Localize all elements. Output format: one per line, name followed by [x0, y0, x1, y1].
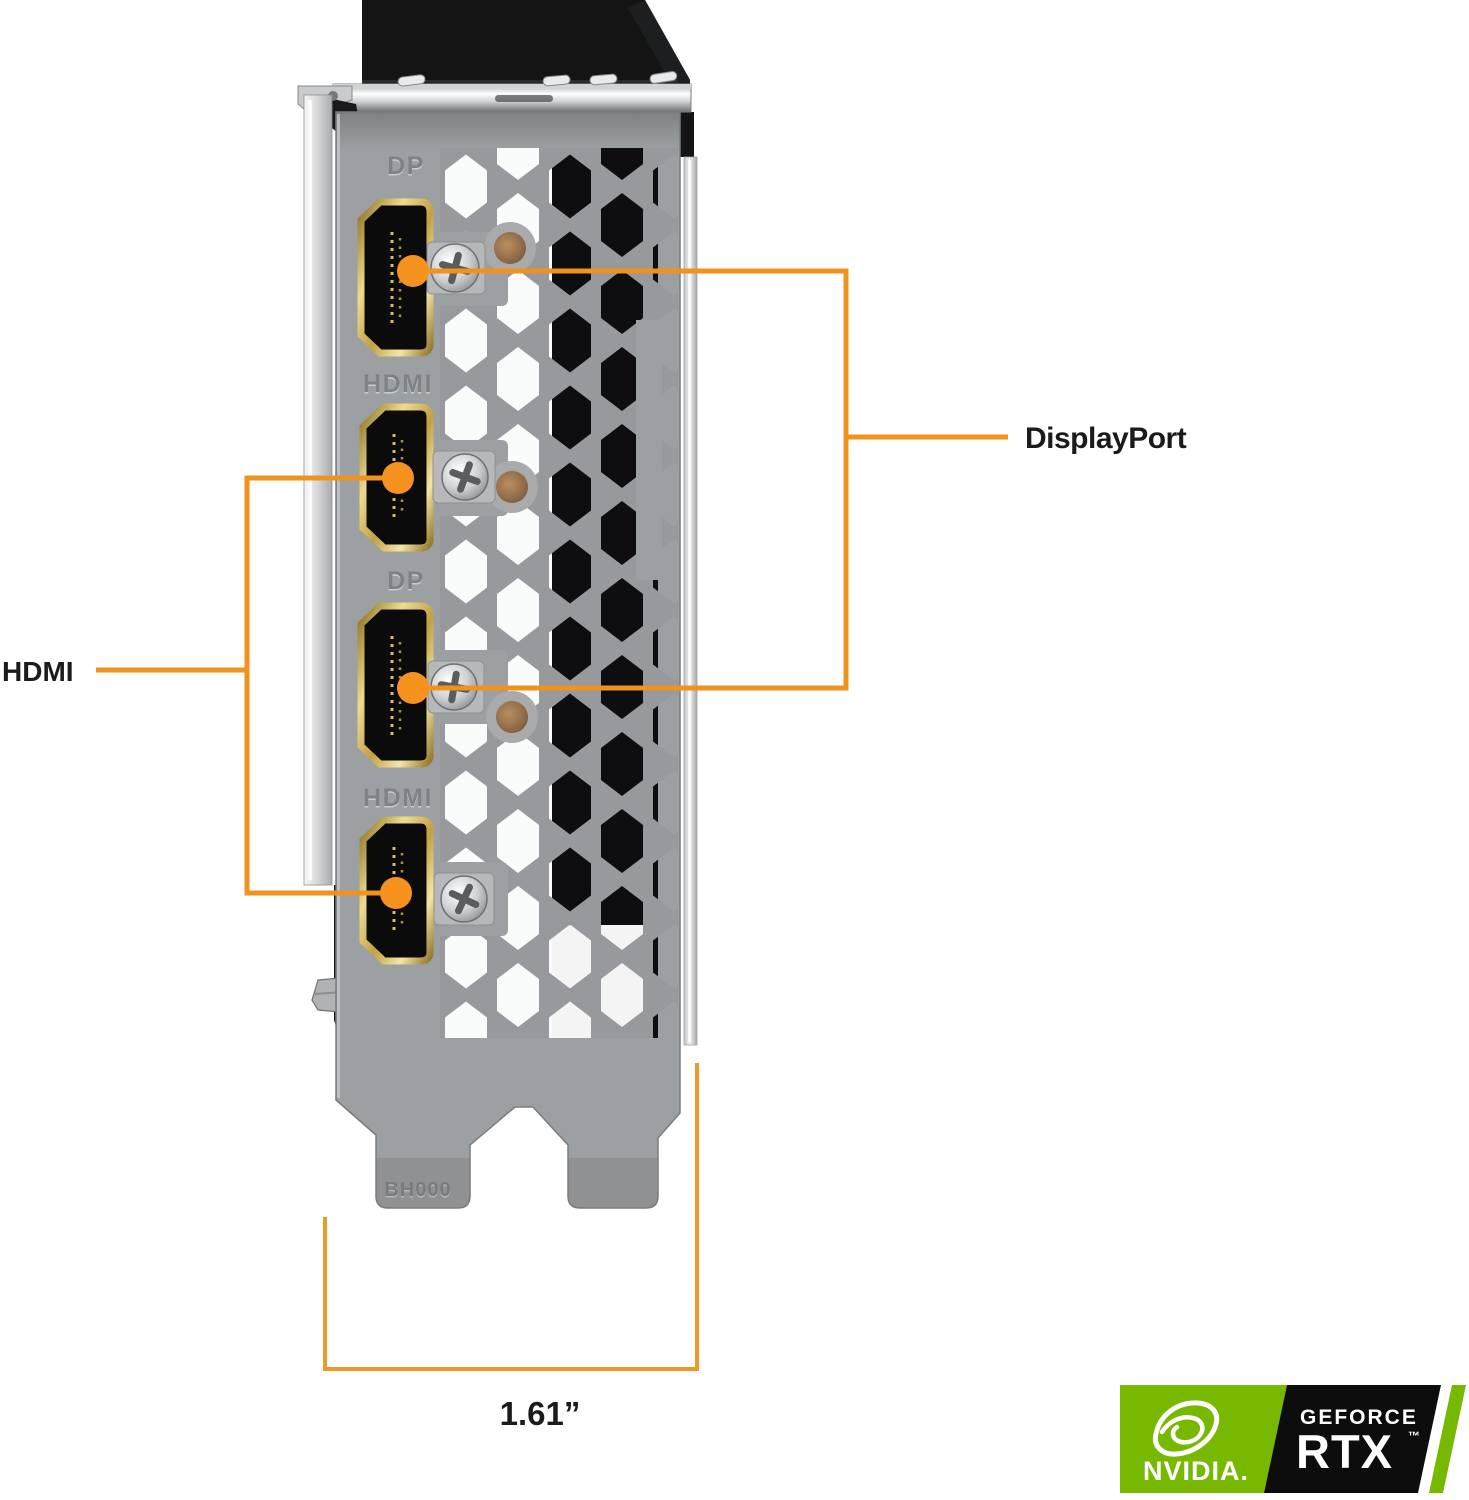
screw-1: [426, 241, 486, 295]
badge-green-block: [1120, 1385, 1287, 1493]
geforce-text: GEFORCE: [1300, 1406, 1418, 1429]
embossed-port-labels: DP DP HDMI HDMI DP DP HDMI HDMI: [363, 152, 433, 814]
plate-left-highlight: [337, 114, 340, 1098]
bracket-top-flange: [297, 71, 692, 140]
hdmi-dot-2: [380, 877, 412, 909]
measurement-value: 1.61”: [500, 1395, 581, 1432]
dp1-label: DP: [387, 152, 425, 180]
hdmi-dot-1: [382, 462, 414, 494]
nvidia-eye-logo-icon: [1152, 1400, 1220, 1457]
hdmi-callout-label: HDMI: [2, 656, 74, 687]
displayport-dot-1: [397, 255, 429, 287]
flange-slot: [495, 95, 553, 102]
badge-black-block: [1264, 1385, 1441, 1493]
displayport-dot-2: [397, 672, 429, 704]
geforce-rtx-badge: NVIDIA. GEFORCE RTX ™: [1120, 1385, 1466, 1493]
hdmi2-label-emboss: HDMI: [363, 786, 433, 814]
trademark-symbol: ™: [1408, 1429, 1420, 1443]
hdmi1-label: HDMI: [363, 370, 433, 398]
screw-2: [432, 450, 496, 504]
copper-ports: [484, 222, 538, 743]
housing-bottom-highlight: [362, 80, 678, 84]
measurement-bracket: [323, 1063, 699, 1371]
flange-clip: [397, 74, 426, 87]
plate-outline: [335, 111, 681, 1209]
rtx-text: RTX: [1296, 1425, 1393, 1478]
screw-4: [433, 872, 495, 926]
bracket-screws: [426, 241, 496, 926]
bracket-right-edge: [683, 156, 698, 1046]
flange-clip: [542, 74, 571, 87]
plate-solid-zone: [636, 320, 662, 580]
flange-clip: [649, 71, 678, 84]
mold-text-emboss: BH000: [384, 1181, 451, 1203]
callout-lines: [96, 268, 1008, 896]
displayport-port-1: [357, 198, 434, 357]
flange-clip: [589, 73, 618, 86]
plate-top-band: [336, 112, 680, 150]
hdmi1-label-emboss: HDMI: [363, 372, 433, 400]
dp1-label-emboss: DP: [387, 154, 425, 182]
displayport-callout-line: [413, 268, 849, 691]
callout-dots: [380, 255, 429, 909]
housing-right-sliver: [678, 112, 694, 157]
displayport-callout-label: DisplayPort: [1025, 422, 1187, 455]
dp2-label: DP: [387, 567, 425, 595]
mold-text: BH000: [384, 1179, 451, 1201]
dp2-label-emboss: DP: [387, 569, 425, 597]
hdmi-callout-line: [244, 475, 398, 896]
nvidia-wordmark: NVIDIA.: [1143, 1456, 1249, 1486]
badge-green-stripe: [1429, 1385, 1466, 1493]
hdmi2-label: HDMI: [363, 784, 433, 812]
